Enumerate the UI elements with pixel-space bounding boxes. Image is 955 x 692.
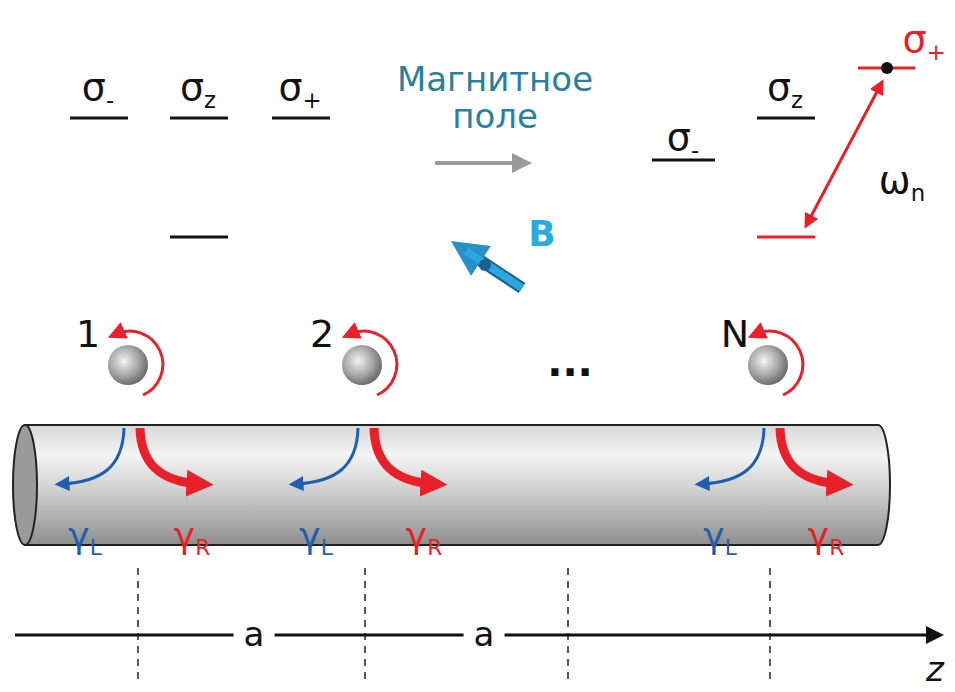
atom-number: 1 bbox=[76, 314, 100, 356]
emission-right bbox=[140, 428, 840, 484]
axis-label: z bbox=[926, 651, 944, 688]
spacing-label: a bbox=[234, 616, 275, 653]
level-label: σz bbox=[767, 67, 803, 113]
atom-number: 2 bbox=[310, 314, 334, 356]
level-label: σ- bbox=[82, 67, 114, 113]
period-markers bbox=[138, 568, 770, 682]
spacing-label: a bbox=[464, 616, 505, 653]
level-label: σ+ bbox=[278, 67, 321, 113]
rotation-arrows bbox=[116, 331, 803, 395]
field-caption: Магнитное поле bbox=[380, 61, 610, 136]
level-lines bbox=[70, 118, 330, 237]
field-symbol: B bbox=[528, 214, 555, 254]
emission-left bbox=[62, 428, 764, 484]
ellipsis: ... bbox=[547, 340, 593, 384]
transition-arrow bbox=[808, 86, 880, 222]
frequency-label: ωn bbox=[879, 160, 925, 206]
decay-rate: γR bbox=[808, 516, 844, 560]
field-arrow bbox=[435, 161, 522, 165]
b-vector bbox=[466, 251, 522, 288]
decay-rate: γR bbox=[174, 516, 210, 560]
decay-rate: γR bbox=[406, 516, 442, 560]
decay-rate: γL bbox=[703, 516, 736, 560]
level-label: σz bbox=[180, 67, 216, 113]
waveguide bbox=[13, 425, 890, 545]
decay-rate: γL bbox=[68, 516, 101, 560]
decay-rate: γL bbox=[299, 516, 332, 560]
atoms bbox=[108, 345, 788, 385]
population-dot bbox=[881, 62, 893, 74]
level-label: σ+ bbox=[902, 19, 945, 65]
level-label: σ- bbox=[667, 117, 699, 163]
atom-number: N bbox=[721, 314, 749, 356]
